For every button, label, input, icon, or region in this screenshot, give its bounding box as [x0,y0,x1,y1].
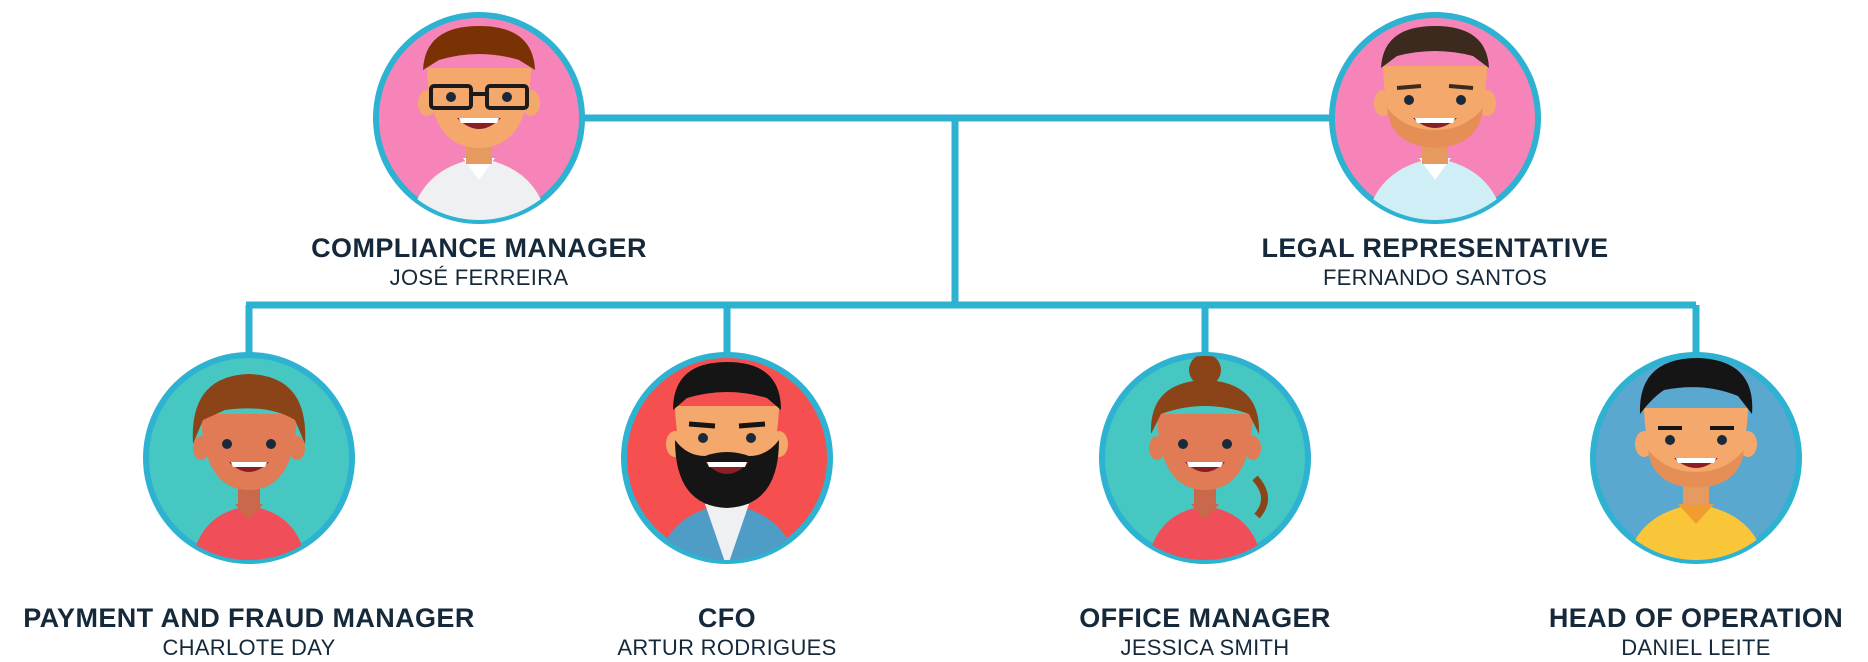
bearded-man-avatar [617,348,837,568]
man-black-hair-avatar [1586,348,1806,568]
role-title: OFFICE MANAGER [1079,603,1331,633]
person-name: JOSÉ FERREIRA [389,265,569,290]
org-node-legal-representative: LEGAL REPRESENTATIVE FERNANDO SANTOS [1135,232,1735,292]
woman-short-hair-avatar [139,348,359,568]
role-title: LEGAL REPRESENTATIVE [1261,233,1609,263]
role-title: CFO [697,603,757,633]
role-title: HEAD OF OPERATION [1548,603,1844,633]
person-name: JESSICA SMITH [1120,635,1290,660]
role-title: COMPLIANCE MANAGER [311,233,647,263]
person-name: DANIEL LEITE [1621,635,1771,660]
person-name: ARTUR RODRIGUES [617,635,837,660]
woman-with-bun-avatar [1095,348,1315,568]
man-with-stubble-avatar [1325,8,1545,228]
org-node-office-manager: OFFICE MANAGER JESSICA SMITH [905,602,1505,662]
man-with-glasses-avatar [369,8,589,228]
person-name: CHARLOTE DAY [162,635,336,660]
role-title: PAYMENT AND FRAUD MANAGER [23,603,475,633]
org-node-compliance-manager: COMPLIANCE MANAGER JOSÉ FERREIRA [179,232,779,292]
org-node-head-of-operation: HEAD OF OPERATION DANIEL LEITE [1396,602,1868,662]
person-name: FERNANDO SANTOS [1322,265,1548,290]
org-node-cfo: CFO ARTUR RODRIGUES [427,602,1027,662]
org-node-payment-and-fraud-manager: PAYMENT AND FRAUD MANAGER CHARLOTE DAY [0,602,549,662]
